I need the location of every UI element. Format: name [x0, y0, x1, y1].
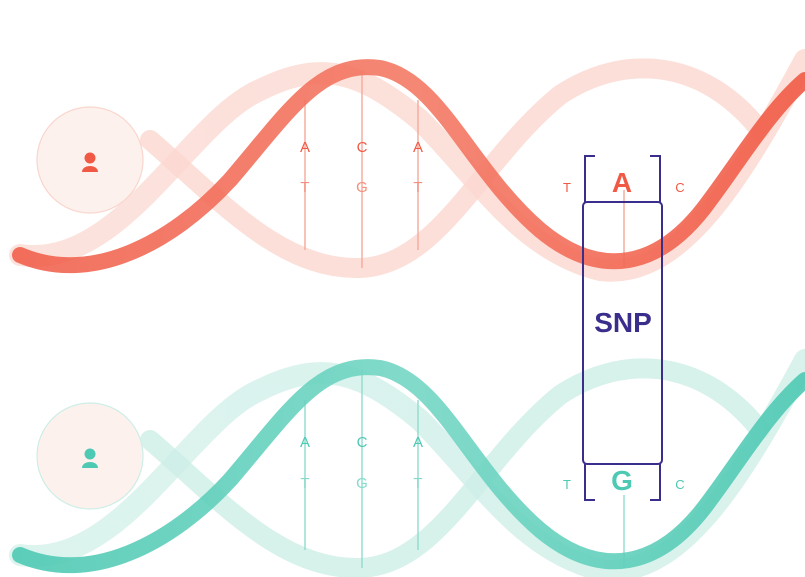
top-base-upper: A — [413, 139, 423, 156]
bottom-helix — [9, 349, 805, 577]
snp-highlight — [582, 155, 663, 501]
top-helix-back-strand-2 — [140, 58, 770, 279]
snp-top-bracket-right — [650, 155, 661, 202]
top-flank-left: T — [563, 180, 571, 195]
top-avatar — [36, 106, 144, 214]
top-base-lower: T — [300, 179, 309, 196]
bottom-variant-base: G — [611, 465, 633, 496]
top-base-lower: G — [356, 179, 368, 196]
top-flank-right: C — [675, 180, 684, 195]
bottom-bases: A C A T G T T G C — [300, 434, 685, 496]
top-variant-base: A — [612, 167, 632, 198]
snp-box — [582, 201, 663, 465]
bottom-base-lower: T — [300, 475, 309, 492]
person-icon — [82, 152, 98, 172]
bottom-helix-front-strand — [12, 359, 805, 574]
bottom-flank-right: C — [675, 477, 684, 492]
bottom-helix-back-strand-2 — [140, 358, 770, 577]
snp-bottom-bracket-right — [650, 464, 661, 501]
top-base-lower: T — [413, 179, 422, 196]
top-bases: A C A T G T T A C — [300, 139, 685, 198]
bottom-avatar — [36, 402, 144, 510]
snp-top-bracket-left — [584, 155, 595, 202]
top-helix-front-strand — [12, 59, 805, 274]
top-base-upper: C — [357, 139, 368, 156]
bottom-flank-left: T — [563, 477, 571, 492]
snp-label: SNP — [594, 307, 652, 338]
bottom-base-lower: T — [413, 475, 422, 492]
bottom-base-upper: A — [413, 434, 423, 451]
bottom-base-upper: A — [300, 434, 310, 451]
top-base-upper: A — [300, 139, 310, 156]
person-icon — [82, 448, 98, 468]
snp-bottom-bracket-left — [584, 464, 595, 501]
bottom-base-upper: C — [357, 434, 368, 451]
bottom-base-lower: G — [356, 475, 368, 492]
